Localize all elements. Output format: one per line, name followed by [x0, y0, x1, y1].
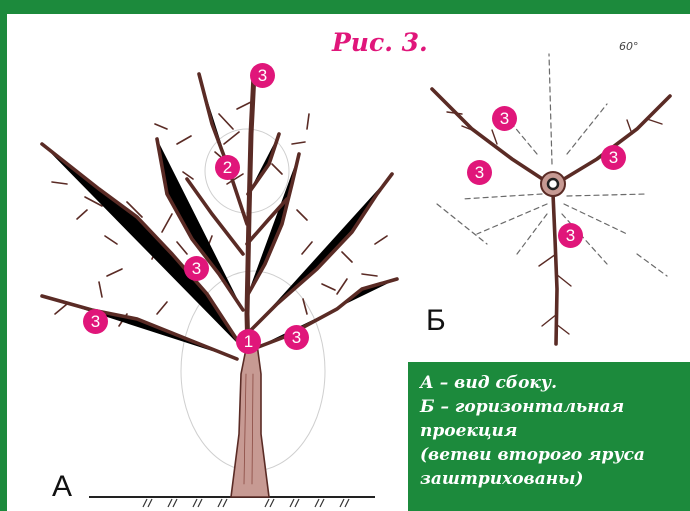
angle-label: 60° — [619, 40, 639, 53]
tree-side-view — [42, 74, 397, 497]
marker-2: 2 — [215, 155, 240, 180]
legend-line-second-tier: (ветви второго яруса — [420, 443, 690, 467]
marker-3-top: 3 — [250, 63, 275, 88]
marker-3-b-bottom: 3 — [558, 223, 583, 248]
marker-3-left-lower: 3 — [83, 309, 108, 334]
ground-hatching — [143, 499, 349, 507]
legend-line-b: Б – горизонтальная — [420, 395, 690, 419]
legend-line-a: А – вид сбоку. — [420, 371, 690, 395]
marker-3-left-upper: 3 — [184, 256, 209, 281]
figure-title: Рис. 3. — [332, 28, 428, 57]
marker-3-b-left: 3 — [467, 160, 492, 185]
tree-top-view — [432, 54, 670, 344]
marker-3-right: 3 — [284, 325, 309, 350]
marker-3-b-right: 3 — [601, 145, 626, 170]
marker-1: 1 — [236, 329, 261, 354]
view-b-letter: Б — [426, 306, 446, 336]
legend-box: А – вид сбоку. Б – горизонтальная проекц… — [408, 362, 690, 511]
legend-line-hatched: заштрихованы) — [420, 467, 690, 491]
view-a-letter: А — [52, 472, 72, 502]
marker-3-b-upper-left: 3 — [492, 106, 517, 131]
legend-line-projection: проекция — [420, 419, 690, 443]
figure-frame: Рис. 3. 60° А Б 3 2 3 3 1 3 3 3 3 3 А – … — [7, 14, 690, 511]
